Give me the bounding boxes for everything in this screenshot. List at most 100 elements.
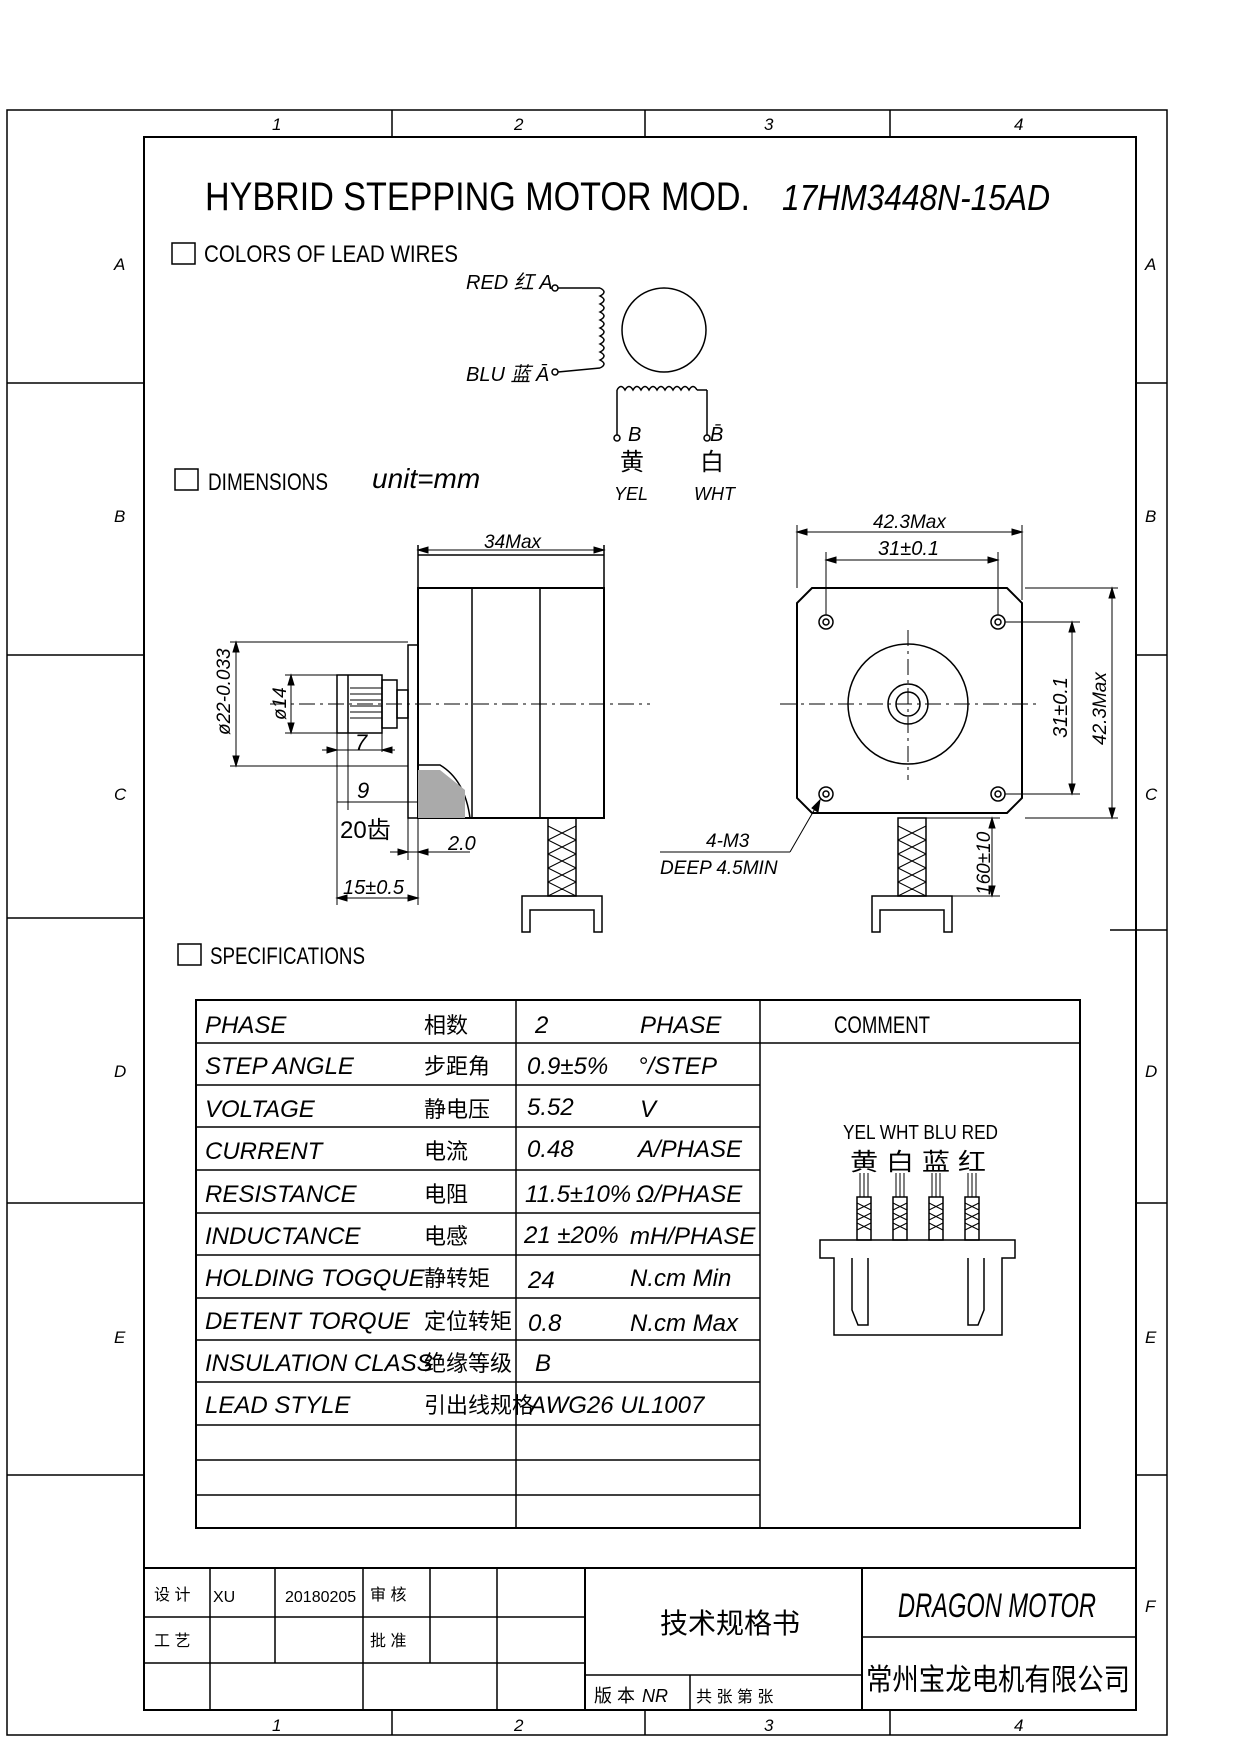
- tb-approve-label: 批 准: [370, 1632, 406, 1650]
- spec-row-val: B: [535, 1350, 551, 1377]
- wire-red-label: RED 红 A: [466, 272, 553, 294]
- spec-row-cn: 电流: [424, 1139, 468, 1164]
- tb-date: 20180205: [285, 1589, 356, 1606]
- spec-row-cn: 静电压: [424, 1097, 490, 1122]
- dim-9: 9: [357, 778, 369, 803]
- title-main: HYBRID STEPPING MOTOR MOD.: [205, 175, 750, 219]
- spec-row: RESISTANCE 电阻 11.5±10% Ω/PHASE: [205, 1181, 743, 1208]
- spec-row-val: 2: [534, 1012, 548, 1039]
- tb-review-label: 审 核: [370, 1586, 406, 1604]
- spec-row-val: 5.52: [527, 1094, 574, 1121]
- dimensions-heading: DIMENSIONS: [208, 469, 328, 496]
- spec-row-val: 0.9±5%: [527, 1053, 608, 1080]
- spec-rows: PHASE 相数 2 PHASE STEP ANGLE 步距角 0.9±5% °…: [205, 1012, 998, 1419]
- spec-row-en: PHASE: [205, 1012, 287, 1039]
- tb-doc-title: 技术规格书: [660, 1608, 800, 1639]
- connector-colors-en: YEL WHT BLU RED: [843, 1122, 998, 1144]
- dim-31-side: 31±0.1: [1050, 677, 1072, 738]
- tb-process-label: 工 艺: [154, 1632, 190, 1650]
- spec-row-en: INDUCTANCE: [205, 1223, 362, 1250]
- spec-row-cn: 定位转矩: [424, 1309, 512, 1334]
- tb-designer: XU: [213, 1589, 235, 1606]
- dim-deep: DEEP 4.5MIN: [660, 858, 778, 879]
- spec-table-grid: [195, 999, 1081, 1529]
- spec-row: DETENT TORQUE 定位转矩 0.8 N.cm Max: [205, 1308, 739, 1337]
- tb-version-label: 版 本: [594, 1686, 635, 1706]
- row-label-c-right: C: [1145, 785, 1158, 804]
- dim-423max-top: 42.3Max: [873, 512, 947, 533]
- spec-row-val: AWG26 UL1007: [528, 1392, 706, 1419]
- row-label-f-right: F: [1145, 1597, 1157, 1616]
- dim-phi14: ø14: [270, 687, 291, 720]
- side-view: [270, 545, 650, 933]
- spec-comment-header: COMMENT: [834, 1012, 930, 1039]
- spec-row-unit: V: [640, 1096, 658, 1123]
- tb-design-label: 设 计: [154, 1586, 190, 1604]
- spec-row-cn: 步距角: [424, 1054, 490, 1079]
- row-label-b-right: B: [1145, 507, 1156, 526]
- col-label-2: 2: [513, 115, 524, 134]
- col-label-4-bottom: 4: [1014, 1716, 1023, 1735]
- spec-row-val: 21 ±20%: [523, 1222, 619, 1249]
- spec-row: HOLDING TOGQUE 静转矩 24 N.cm Min: [205, 1265, 731, 1294]
- title-block-grid: [144, 1567, 1136, 1710]
- dim-31-top: 31±0.1: [878, 538, 939, 560]
- col-label-3: 3: [764, 115, 774, 134]
- terminal-a: [551, 284, 559, 292]
- spec-row: CURRENT 电流 0.48 A/PHASE: [205, 1136, 743, 1165]
- spec-row: VOLTAGE 静电压 5.52 V: [205, 1094, 658, 1123]
- spec-row-cn: 引出线规格: [424, 1393, 534, 1418]
- terminal-abar: [551, 368, 559, 376]
- dim-2-0: 2.0: [447, 833, 476, 855]
- row-label-a-right: A: [1144, 255, 1156, 274]
- wire-bbar-label: B̄: [710, 423, 723, 446]
- spec-row-en: CURRENT: [205, 1138, 325, 1165]
- col-label-3-bottom: 3: [764, 1716, 774, 1735]
- row-label-e: E: [114, 1328, 126, 1347]
- row-label-d-right: D: [1145, 1062, 1157, 1081]
- dim-160: 160±10: [974, 831, 995, 895]
- title-model: 17HM3448N-15AD: [782, 177, 1050, 218]
- col-label-1: 1: [272, 115, 281, 134]
- spec-row-unit: Ω/PHASE: [636, 1181, 743, 1208]
- row-label-e-right: E: [1145, 1328, 1157, 1347]
- spec-row-val: 0.8: [528, 1310, 562, 1337]
- specifications-heading: SPECIFICATIONS: [210, 943, 365, 970]
- spec-row-en: INSULATION CLASS: [205, 1350, 433, 1377]
- dim-423max-side: 42.3Max: [1090, 671, 1111, 745]
- connector-colors-cn: 黄 白 蓝 红: [850, 1149, 986, 1176]
- spec-row-en: HOLDING TOGQUE: [205, 1265, 426, 1292]
- spec-row: PHASE 相数 2 PHASE: [205, 1012, 722, 1039]
- tb-company: 常州宝龙电机有限公司: [866, 1664, 1130, 1697]
- spec-row-cn: 相数: [424, 1013, 468, 1038]
- specifications-checkbox: [177, 943, 202, 966]
- dim-phi22: ø22-0.033: [214, 648, 235, 735]
- spec-row: LEAD STYLE 引出线规格 AWG26 UL1007: [205, 1392, 706, 1419]
- dim-7: 7: [355, 730, 368, 755]
- side-dimensions: [230, 546, 606, 905]
- spec-row-val: 24: [527, 1267, 555, 1294]
- dim-4-m3: 4-M3: [706, 831, 750, 852]
- spec-row-unit: N.cm Min: [630, 1265, 731, 1292]
- spec-row-en: VOLTAGE: [205, 1096, 316, 1123]
- wire-yel-cn: 黄: [620, 449, 644, 476]
- spec-row-cn: 电阻: [424, 1182, 468, 1207]
- connector-drawing: [819, 1173, 1016, 1336]
- row-label-b: B: [114, 507, 125, 526]
- dim-20-teeth: 20齿: [340, 817, 391, 844]
- wire-blu-label: BLU 蓝 Ā: [466, 363, 549, 386]
- spec-row-unit: mH/PHASE: [630, 1223, 756, 1250]
- outer-frame: [6, 109, 1168, 1736]
- spec-row-cn: 静转矩: [424, 1266, 490, 1291]
- col-label-2-bottom: 2: [513, 1716, 524, 1735]
- spec-row-unit: PHASE: [640, 1012, 722, 1039]
- row-label-c: C: [114, 785, 127, 804]
- lead-wires-checkbox: [171, 242, 196, 265]
- col-label-1-bottom: 1: [272, 1716, 281, 1735]
- terminal-bbar: [703, 434, 711, 442]
- rotor-circle: [621, 287, 707, 373]
- spec-row-en: DETENT TORQUE: [205, 1308, 411, 1335]
- spec-row-en: RESISTANCE: [205, 1181, 358, 1208]
- col-label-4: 4: [1014, 115, 1023, 134]
